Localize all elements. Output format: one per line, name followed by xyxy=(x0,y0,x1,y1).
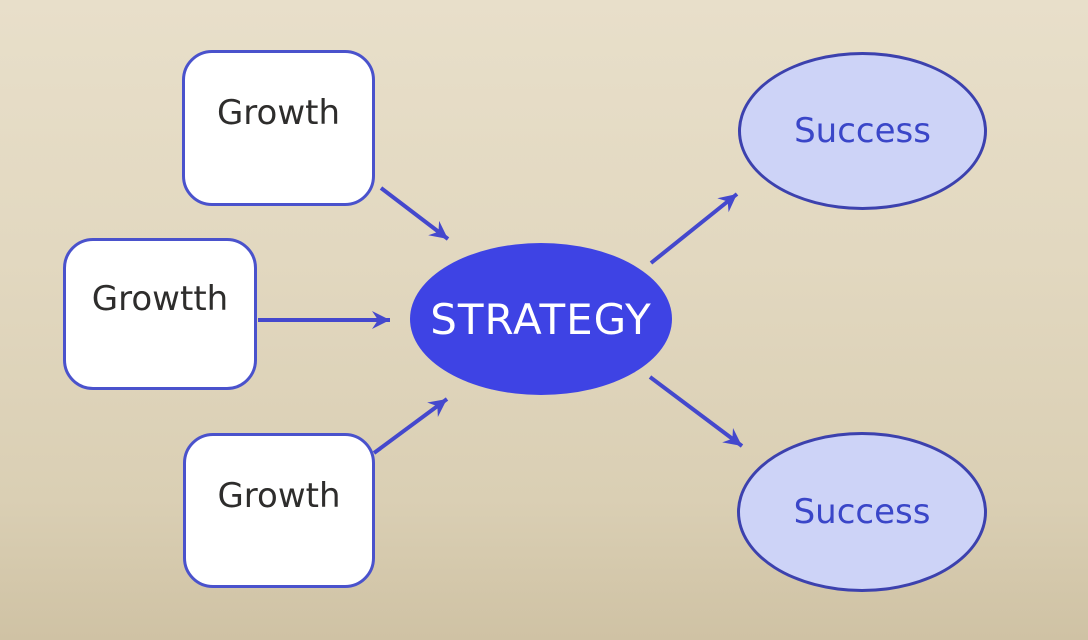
node-success-top-label: Success xyxy=(794,111,931,151)
node-success-bottom[interactable]: Success xyxy=(737,432,987,592)
node-strategy[interactable]: STRATEGY xyxy=(410,243,672,395)
arrow-strategy-to-success-bottom xyxy=(648,375,744,448)
node-strategy-label: STRATEGY xyxy=(430,294,652,344)
node-growth-middle-label: Growtth xyxy=(91,279,229,319)
node-growth-top-label: Growth xyxy=(216,93,341,133)
arrow-growth-top-to-strategy xyxy=(379,186,450,241)
arrow-growth-bottom-to-strategy xyxy=(372,397,449,455)
arrow-strategy-to-success-top xyxy=(649,192,739,265)
node-growth-bottom[interactable]: Growth xyxy=(183,433,375,588)
node-success-top[interactable]: Success xyxy=(738,52,987,210)
node-success-bottom-label: Success xyxy=(793,492,931,532)
node-growth-top[interactable]: Growth xyxy=(182,50,375,206)
node-growth-middle[interactable]: Growtth xyxy=(63,238,257,390)
node-growth-bottom-label: Growth xyxy=(217,475,341,516)
